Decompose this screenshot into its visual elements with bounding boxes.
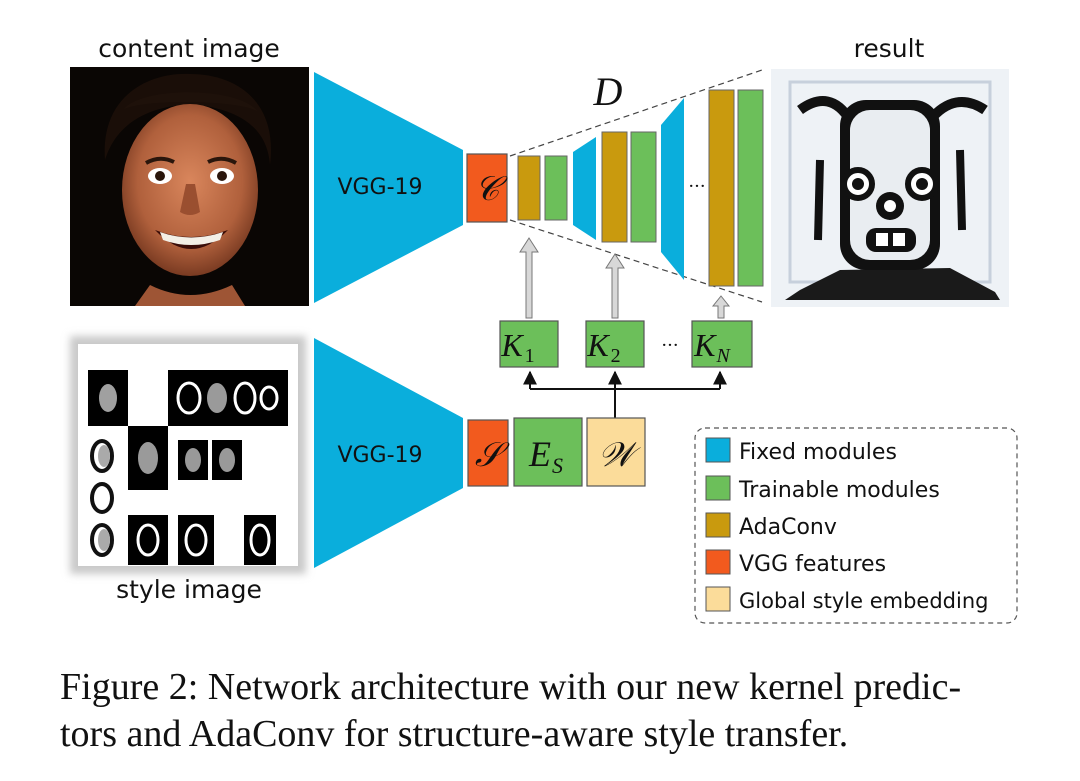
vgg19-encoder-bottom (314, 338, 463, 568)
kernel-to-adaconv-arrows (519, 237, 731, 319)
legend-swatch-adaconv (705, 512, 731, 538)
legend: Fixed modules Trainable modules AdaConv … (694, 427, 1018, 624)
legend-swatch-global (705, 586, 731, 612)
caption-line-1: Figure 2: Network architecture with our … (60, 666, 962, 708)
embedding-to-kernel-arrows (523, 370, 727, 418)
style-image-label: style image (116, 575, 262, 604)
legend-label-adaconv: AdaConv (739, 515, 837, 540)
caption-line-2: tors and AdaConv for structure-aware sty… (60, 713, 849, 755)
vgg19-bottom-label: VGG-19 (337, 443, 422, 468)
global-embedding-box (586, 417, 646, 487)
legend-label-fixed: Fixed modules (739, 440, 897, 465)
style-feature-box (467, 419, 509, 487)
vgg19-encoder-top (314, 72, 463, 303)
legend-label-vgg: VGG features (739, 552, 886, 577)
content-feature-box (466, 153, 508, 223)
kernel-predictor-kn (691, 320, 753, 368)
content-image (70, 67, 309, 306)
conv-block-1 (544, 155, 568, 221)
decoder-label: D (593, 69, 623, 114)
legend-swatch-vgg (705, 549, 731, 575)
vgg19-top-label: VGG-19 (337, 175, 422, 200)
adaconv-block-n (708, 89, 735, 287)
adaconv-block-2 (601, 131, 628, 243)
figure-caption: Figure 2: Network architecture with our … (60, 664, 1040, 758)
result-label: result (854, 34, 925, 63)
conv-block-2 (630, 131, 657, 243)
legend-frame (694, 427, 1018, 624)
legend-swatch-trainable (705, 475, 731, 501)
adaconv-block-1 (517, 155, 541, 221)
result-image (771, 69, 1009, 307)
legend-label-global: Global style embedding (739, 589, 988, 613)
decoder-ellipsis: ··· (688, 176, 705, 197)
content-image-label: content image (98, 34, 280, 63)
kernel-predictor-k1 (499, 320, 559, 368)
upsample-block-2 (661, 98, 684, 280)
upsample-block-1 (573, 137, 596, 240)
conv-block-n (737, 89, 764, 287)
style-encoder-symbol: ES (528, 434, 563, 478)
decoder-outline (509, 69, 763, 303)
style-image (70, 336, 306, 574)
kn-symbol: KN (693, 327, 731, 367)
legend-label-trainable: Trainable modules (738, 478, 940, 503)
style-encoder-box (513, 417, 583, 487)
kernel-predictor-k2 (585, 320, 645, 368)
kernel-ellipsis: ··· (661, 335, 678, 356)
legend-swatch-fixed (705, 437, 731, 463)
